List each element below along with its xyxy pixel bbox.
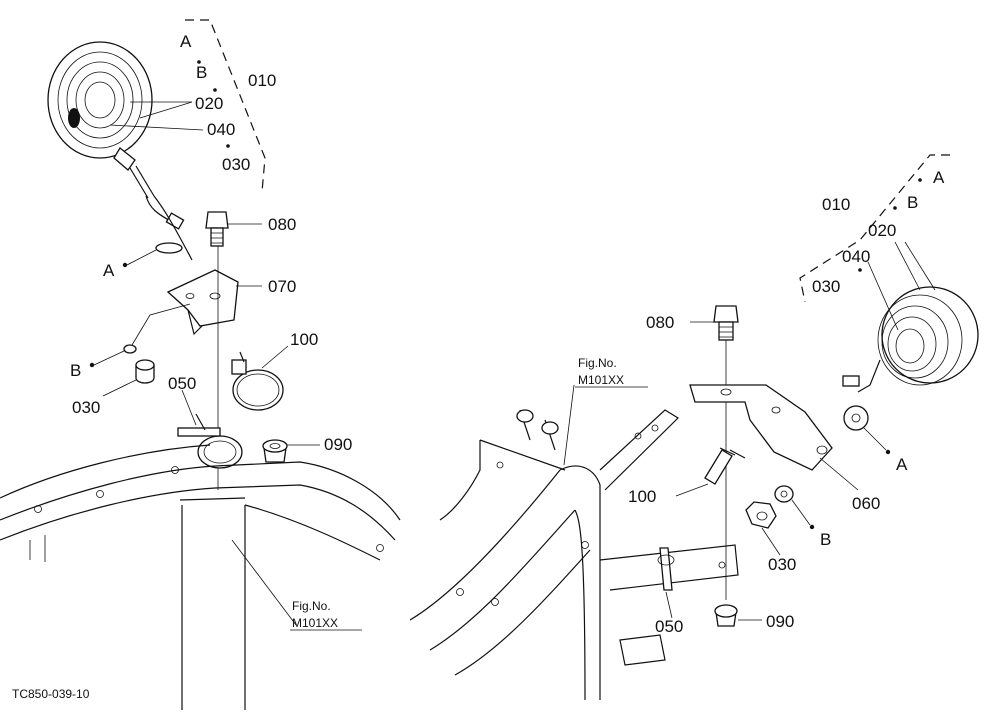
right-part-050-label: 050 (655, 617, 683, 636)
left-part-020-label: 020 (195, 94, 223, 113)
right-assembly (409, 154, 979, 701)
left-frame (0, 444, 401, 710)
left-assembly (0, 19, 401, 710)
left-fig-ref-line1: Fig.No. (292, 599, 331, 613)
left-hose-clamp-100 (231, 351, 284, 411)
right-ref-b-label: B (907, 193, 918, 212)
left-part-050-label: 050 (168, 374, 196, 393)
right-work-lamp (842, 286, 979, 393)
left-ref-a-label: A (180, 32, 192, 51)
left-ref-b-label: B (196, 63, 207, 82)
right-part-030-top-label: 030 (812, 277, 840, 296)
right-nut-090 (714, 604, 738, 627)
left-part-080-label: 080 (268, 215, 296, 234)
left-part-010-label: 010 (248, 71, 276, 90)
right-clamp-050 (657, 547, 675, 591)
right-fig-ref-line2: M101XX (578, 373, 624, 387)
figure-code: TC850-039-10 (12, 687, 90, 701)
left-work-lamp (47, 41, 193, 261)
left-nut-090 (262, 439, 288, 463)
right-frame (409, 409, 739, 701)
right-hose-clamp-100 (704, 447, 746, 485)
left-part-040-label: 040 (207, 120, 235, 139)
right-ref-a-washer-label: A (896, 455, 908, 474)
left-part-030-top-label: 030 (222, 155, 250, 174)
left-part-070-label: 070 (268, 277, 296, 296)
left-ref-a-washer-label: A (103, 261, 115, 280)
right-ref-a-label: A (933, 168, 945, 187)
left-clamp-050 (177, 413, 243, 469)
right-part-020-label: 020 (868, 221, 896, 240)
right-part-030-label: 030 (768, 555, 796, 574)
left-part-100-label: 100 (290, 330, 318, 349)
right-part-010-label: 010 (822, 195, 850, 214)
right-part-100-label: 100 (628, 487, 656, 506)
right-part-090-label: 090 (766, 612, 794, 631)
left-ref-b-nut-label: B (70, 361, 81, 380)
left-fig-ref-line2: M101XX (292, 616, 338, 630)
right-ref-b-washer-label: B (820, 530, 831, 549)
right-part-080-label: 080 (646, 313, 674, 332)
right-part-060-label: 060 (852, 494, 880, 513)
left-bolt-080 (205, 211, 229, 247)
right-bracket-060 (689, 384, 833, 471)
right-bolt-080 (713, 305, 739, 341)
left-part-090-label: 090 (324, 435, 352, 454)
right-fig-ref-line1: Fig.No. (578, 356, 617, 370)
left-part-030-label: 030 (72, 398, 100, 417)
left-bracket-070 (166, 269, 239, 336)
right-part-040-label: 040 (842, 247, 870, 266)
